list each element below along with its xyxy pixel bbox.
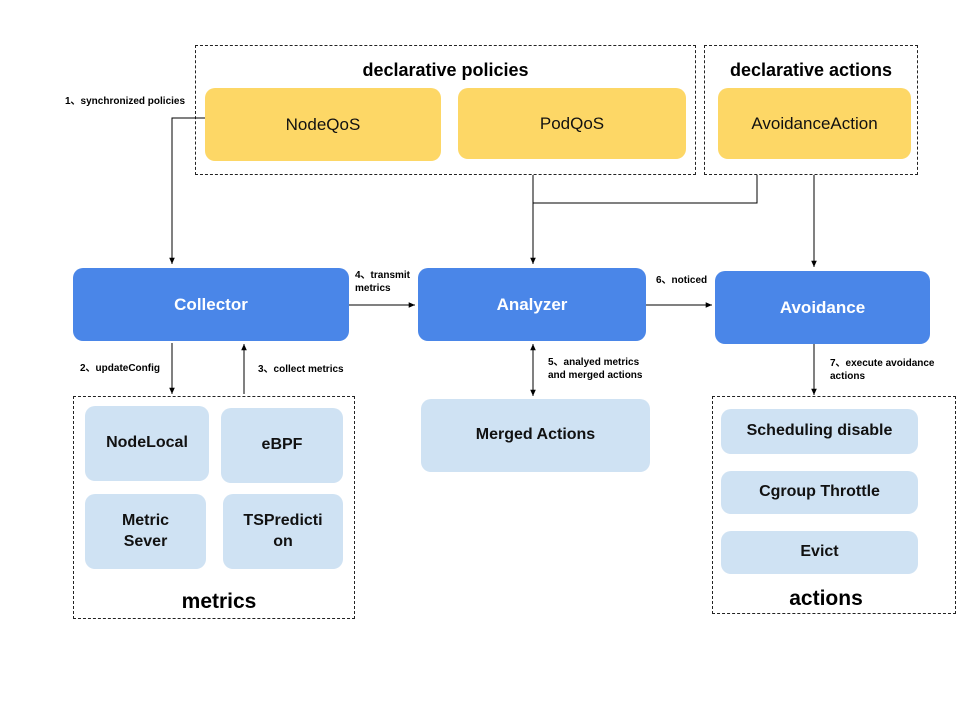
collector-box: Collector (73, 268, 349, 341)
ebpf-box: eBPF (221, 408, 343, 483)
tsprediction-line-1: TSPredicti (243, 511, 323, 529)
podqos-box: PodQoS (458, 88, 686, 159)
edge-label-1: 1、synchronized policies (65, 96, 186, 107)
nodelocal-box: NodeLocal (85, 406, 209, 481)
merged-actions-box: Merged Actions (421, 399, 650, 472)
edge-label-4-line-2: metrics (355, 282, 391, 294)
scheduling-disable-box: Scheduling disable (721, 409, 918, 454)
actions-title: actions (789, 587, 863, 610)
edge-label-7-line-2: actions (830, 370, 866, 382)
declarative-actions-group (704, 45, 918, 175)
evict-box: Evict (721, 531, 918, 574)
metric-sever-box: Metric Sever (85, 494, 206, 569)
edge-label-2: 2、updateConfig (80, 363, 160, 374)
edge-label-7: 7、execute avoidance actions (830, 358, 935, 383)
edge-label-7-line-1: 7、execute avoidance (830, 358, 935, 369)
edge-avoidanceaction-analyzer (533, 175, 758, 204)
nodeqos-box: NodeQoS (205, 88, 441, 161)
tsprediction-line-2: on (273, 532, 293, 550)
tsprediction-box: TSPredicti on (223, 494, 343, 569)
edge-label-4: 4、transmit metrics (355, 270, 410, 295)
cgroup-throttle-box: Cgroup Throttle (721, 471, 918, 514)
avoidance-box: Avoidance (715, 271, 930, 344)
edge-sync-policies (169, 117, 205, 264)
metric-sever-line-1: Metric (121, 511, 170, 529)
edge-label-4-line-1: 4、transmit (355, 270, 411, 281)
avoidance-action-box: AvoidanceAction (718, 88, 911, 159)
metrics-title: metrics (181, 590, 257, 613)
edge-label-5-line-2: and merged actions (548, 369, 643, 381)
edge-label-6: 6、noticed (656, 275, 708, 286)
edge-label-3: 3、collect metrics (258, 364, 344, 375)
metrics-group (73, 396, 355, 619)
analyzer-box: Analyzer (418, 268, 646, 341)
declarative-policies-title: declarative policies (362, 60, 529, 80)
metric-sever-line-2: Sever (123, 532, 168, 550)
declarative-policies-group (195, 45, 696, 175)
declarative-actions-title: declarative actions (729, 60, 893, 80)
edge-label-5: 5、analyed metrics and merged actions (548, 357, 642, 382)
edge-label-5-line-1: 5、analyed metrics (548, 357, 640, 368)
actions-group (712, 396, 956, 614)
